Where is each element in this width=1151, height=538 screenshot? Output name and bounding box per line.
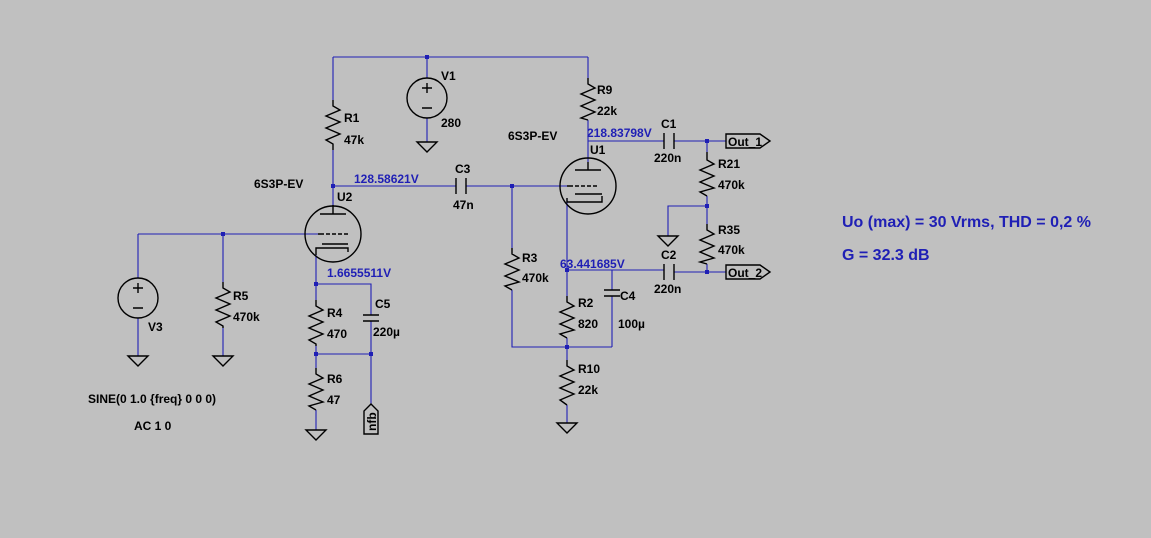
v1-name: V1: [441, 69, 456, 83]
v3-name: V3: [148, 320, 163, 334]
r1-name: R1: [344, 111, 360, 125]
capacitor-c4[interactable]: [604, 289, 620, 297]
capacitor-c2[interactable]: [663, 264, 675, 280]
r35-value: 470k: [718, 243, 745, 257]
capacitor-c5[interactable]: [363, 314, 379, 322]
v3-spice-line2: AC 1 0: [134, 419, 172, 433]
u1-name: U1: [590, 143, 606, 157]
r9-name: R9: [597, 83, 613, 97]
c3-name: C3: [455, 162, 471, 176]
u2-name: U2: [337, 190, 353, 204]
capacitor-c3[interactable]: [455, 178, 467, 194]
r4-name: R4: [327, 306, 343, 320]
ground-icon: [126, 141, 680, 441]
resistor-r35[interactable]: [697, 224, 717, 265]
r10-value: 22k: [578, 383, 598, 397]
c4-name: C4: [620, 289, 636, 303]
r2-value: 820: [578, 317, 598, 331]
r5-name: R5: [233, 289, 249, 303]
resistor-r6[interactable]: [307, 368, 326, 411]
node-voltage-u1-plate: 218.83798V: [587, 126, 652, 140]
r6-name: R6: [327, 372, 343, 386]
node-voltage-u2-plate: 128.58621V: [354, 172, 419, 186]
c2-value: 220n: [654, 282, 681, 296]
port-nfb-label: nfb: [365, 412, 379, 431]
resistor-r10[interactable]: [558, 360, 576, 406]
u1-model: 6S3P-EV: [508, 129, 557, 143]
resistor-r9[interactable]: [578, 78, 597, 121]
r35-name: R35: [718, 223, 740, 237]
port-nfb[interactable]: nfb: [363, 403, 379, 435]
resistor-r21[interactable]: [698, 152, 717, 197]
v1-value: 280: [441, 116, 461, 130]
junctions: [221, 55, 709, 356]
c1-value: 220n: [654, 151, 681, 165]
note-gain: G = 32.3 dB: [842, 247, 930, 264]
r21-name: R21: [718, 157, 740, 171]
voltage-source-v1[interactable]: [406, 77, 448, 119]
c5-value: 220µ: [373, 325, 400, 339]
port-out2[interactable]: Out_2: [725, 264, 772, 280]
r3-name: R3: [522, 251, 538, 265]
node-voltage-u2-cathode: 1.6655511V: [327, 266, 391, 280]
port-out1-label: Out_1: [728, 135, 762, 149]
resistor-r3[interactable]: [503, 248, 522, 291]
resistor-r1[interactable]: [324, 100, 342, 150]
port-out2-label: Out_2: [728, 266, 762, 280]
resistor-r5[interactable]: [214, 282, 232, 328]
c5-name: C5: [375, 297, 391, 311]
r1-value: 47k: [344, 133, 364, 147]
r5-value: 470k: [233, 310, 260, 324]
r21-value: 470k: [718, 178, 745, 192]
note-output-thd: Uo (max) = 30 Vrms, THD = 0,2 %: [842, 214, 1091, 231]
v3-spice-line1: SINE(0 1.0 {freq} 0 0 0): [88, 392, 216, 406]
r2-name: R2: [578, 296, 594, 310]
c2-name: C2: [661, 248, 677, 262]
c4-value: 100µ: [618, 317, 645, 331]
capacitor-c1[interactable]: [663, 133, 675, 149]
resistor-r4[interactable]: [307, 300, 325, 346]
node-voltage-u1-cathode: 63.441685V: [560, 257, 625, 271]
port-out1[interactable]: Out_1: [725, 133, 772, 149]
c3-value: 47n: [453, 198, 474, 212]
r3-value: 470k: [522, 271, 549, 285]
voltage-source-v3[interactable]: [117, 277, 159, 319]
r6-value: 47: [327, 393, 341, 407]
triode-u1[interactable]: [559, 157, 617, 215]
triode-u2[interactable]: [304, 205, 362, 263]
wires: [137, 56, 726, 430]
u2-model: 6S3P-EV: [254, 177, 303, 191]
r4-value: 470: [327, 327, 347, 341]
resistor-r2[interactable]: [558, 296, 577, 339]
r10-name: R10: [578, 362, 600, 376]
r9-value: 22k: [597, 104, 617, 118]
c1-name: C1: [661, 117, 677, 131]
